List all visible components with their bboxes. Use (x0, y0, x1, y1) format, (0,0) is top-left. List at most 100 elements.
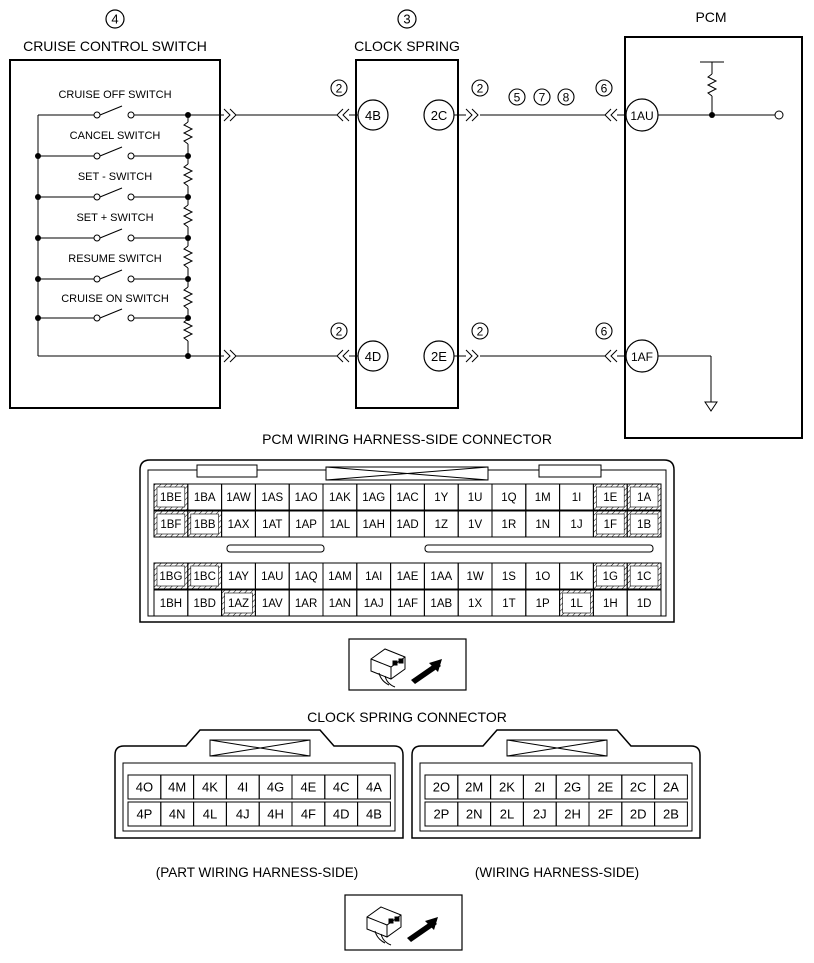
pcm-pin-label: 1AF (397, 598, 418, 610)
pcm-pin-label: 1U (468, 492, 483, 504)
pcm-pin-label: 1BC (194, 571, 216, 583)
pcm-pin-label: 1P (536, 598, 550, 610)
pcm-pin-label: 1F (604, 519, 617, 531)
pcm-pin-label: 1BH (160, 598, 182, 610)
pcm-inner (596, 486, 625, 508)
switch-label-cancel: CANCEL SWITCH (70, 130, 161, 142)
pcm-pin-label: 1Y (434, 492, 448, 504)
pcm-pin-label: 1AS (261, 492, 283, 504)
pcm-inner (629, 486, 659, 508)
pcm-pin-label: 1AM (328, 571, 352, 583)
pcm-inner (629, 513, 659, 535)
pcm-pin-label: 1AH (363, 519, 385, 531)
clock-harness-pin-label: 2I (534, 780, 545, 795)
ref-pcm-in-top: 6 (601, 82, 608, 96)
pcm-inner (596, 565, 625, 587)
pcm-pin-label: 1BE (160, 492, 182, 504)
clock-harness-pin-label: 2B (663, 807, 679, 822)
pcm-cell (626, 562, 662, 590)
terminal-1au: 1AU (625, 98, 659, 132)
clock-spring-ref: 3 (397, 9, 417, 29)
terminal-4d: 4D (357, 340, 389, 372)
clock-part-pin-label: 4E (300, 780, 316, 795)
terminal-1af: 1AF (625, 339, 659, 373)
pcm-pin-label: 1H (603, 598, 618, 610)
pcm-pin-label: 1AK (329, 492, 351, 504)
clock-connector-part-shell (114, 729, 404, 839)
clock-harness-pin-label: 2E (597, 780, 613, 795)
terminal-2e: 2E (423, 340, 455, 372)
clock-connector-harness-shell (411, 729, 701, 839)
connector-view-icon (348, 638, 467, 691)
part-side-label: (PART WIRING HARNESS-SIDE) (156, 865, 359, 880)
terminal-4b-label: 4B (365, 108, 381, 123)
pcm-pin-label: 1B (637, 519, 651, 531)
pcm-pin-label: 1G (603, 571, 618, 583)
cruise-switch-box (9, 59, 221, 409)
pcm-pin-label: 1AC (396, 492, 418, 504)
clock-part-pin-label: 4J (236, 807, 250, 822)
clock-part-pin-label: 4N (169, 807, 186, 822)
clock-part-pin-label: 4P (136, 807, 152, 822)
pcm-pin-label: 1L (570, 598, 583, 610)
ref-mid-5: 5 (514, 91, 521, 105)
pcm-pin-label: 1Q (501, 492, 516, 504)
pcm-pin-label: 1BA (194, 492, 216, 504)
ref-clock-in-bottom: 2 (336, 325, 343, 339)
pcm-inner (156, 486, 186, 508)
pcm-pin-label: 1AN (329, 598, 351, 610)
pcm-pin-label: 1AU (261, 571, 283, 583)
switch-junction-dots (35, 112, 191, 359)
pcm-pin-label: 1S (502, 571, 516, 583)
pcm-pin-label: 1AY (228, 571, 249, 583)
clock-part-pin-label: 4L (203, 807, 217, 822)
pcm-pin-label: 1AB (430, 598, 452, 610)
pcm-inner (629, 565, 659, 587)
ref-mid-8: 8 (563, 91, 570, 105)
pcm-pin-label: 1BD (194, 598, 216, 610)
clock-part-pin-label: 4G (267, 780, 284, 795)
clock-harness-pin-label: 2O (433, 780, 450, 795)
switch-label-resume: RESUME SWITCH (68, 253, 162, 265)
pcm-pin-label: 1I (572, 492, 582, 504)
clock-harness-pin-label: 2J (533, 807, 547, 822)
terminal-4d-label: 4D (365, 349, 382, 364)
pcm-pin-label: 1BF (160, 519, 181, 531)
cruise-switch-ref: 4 (105, 9, 125, 29)
terminal-1af-label: 1AF (631, 350, 653, 364)
clock-part-pin-label: 4H (267, 807, 284, 822)
pcm-pin-label: 1D (637, 598, 652, 610)
pcm-pin-label: 1E (603, 492, 617, 504)
clock-part-cell (357, 774, 391, 800)
clock-part-pin-label: 4C (333, 780, 350, 795)
clock-harness-pin-label: 2H (564, 807, 581, 822)
clock-spring-number: 3 (403, 12, 410, 27)
pcm-pin-label: 1BG (159, 571, 182, 583)
pcm-pin-label: 1AO (295, 492, 318, 504)
ref-clock-in-top: 2 (336, 82, 343, 96)
terminal-2e-label: 2E (431, 349, 447, 364)
switch-label-set-plus: SET + SWITCH (76, 212, 153, 224)
ref-clock-out-bottom: 2 (477, 325, 484, 339)
pcm-pin-label: 1M (535, 492, 551, 504)
pcm-title: PCM (695, 9, 726, 25)
pcm-pin-label: 1AQ (295, 571, 318, 583)
clock-harness-pin-label: 2L (500, 807, 514, 822)
pcm-pin-label: 1A (637, 492, 651, 504)
pcm-pin-label: 1T (502, 598, 515, 610)
terminal-1au-label: 1AU (630, 109, 653, 123)
pcm-pin-label: 1R (502, 519, 517, 531)
clock-harness-cell (654, 774, 688, 800)
connector-chevrons (223, 108, 618, 363)
pcm-pin-label: 1AE (397, 571, 419, 583)
pcm-pin-label: 1AZ (228, 598, 249, 610)
switch-label-cruise-off: CRUISE OFF SWITCH (58, 89, 171, 101)
clock-part-pin-label: 4K (202, 780, 218, 795)
pcm-pin-label: 1W (466, 571, 483, 583)
pcm-pin-label: 1J (570, 519, 582, 531)
clock-part-pin-label: 4M (168, 780, 186, 795)
pcm-pin-label: 1V (468, 519, 482, 531)
pcm-cell (626, 589, 662, 617)
